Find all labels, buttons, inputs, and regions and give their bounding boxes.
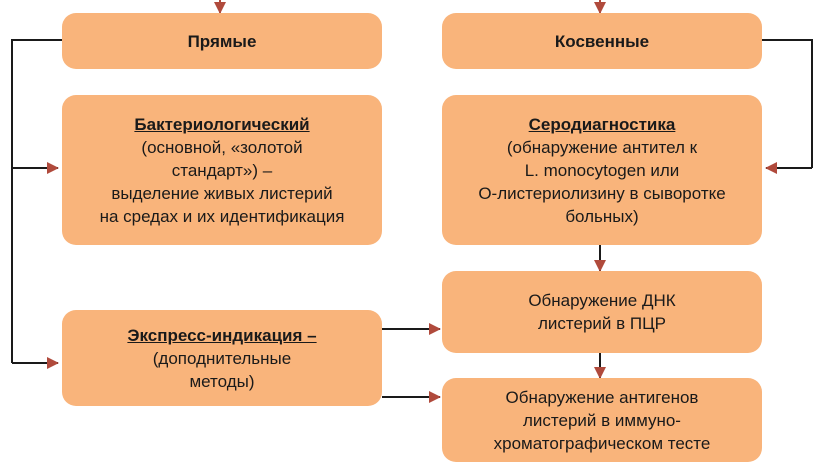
box-bacteriological-line-4: на средах и их идентификация [99,206,345,226]
box-serodiagnostics-title: Серодиагностика [528,114,676,134]
connector-indirect-bracket [762,39,813,168]
box-antigen-line-2: листерий в иммуно- [523,410,681,430]
box-indirect: Косвенные [442,13,762,69]
box-antigen: Обнаружение антигенов листерий в иммуно-… [442,378,762,462]
box-indirect-title: Косвенные [554,31,650,51]
box-bacteriological-line-1: (основной, «золотой [141,137,303,157]
box-bacteriological-line-3: выделение живых листерий [111,183,333,203]
box-pcr-line-2: листерий в ПЦР [537,314,667,333]
box-express-title: Экспресс-индикация – [127,325,317,345]
box-express-line-2: методы) [189,371,255,391]
box-bacteriological-title: Бактериологический [134,114,310,134]
box-serodiagnostics-line-1: (обнаружение антител к [506,137,698,157]
connector-direct-bracket [11,39,62,363]
box-antigen-line-1: Обнаружение антигенов [505,387,699,407]
box-express-line-1: (доподнительные [152,348,292,368]
box-direct: Прямые [62,13,382,69]
box-express: Экспресс-индикация – (доподнительные мет… [62,310,382,406]
box-bacteriological-line-2: стандарт») – [171,160,273,180]
box-bacteriological: Бактериологический (основной, «золотой с… [62,95,382,245]
box-direct-title: Прямые [187,31,257,51]
box-serodiagnostics-line-2: L. monocytogen или [524,160,680,180]
box-antigen-line-3: хроматографическом тесте [493,433,711,453]
box-pcr: Обнаружение ДНК листерий в ПЦР [442,271,762,353]
box-serodiagnostics: Серодиагностика (обнаружение антител к L… [442,95,762,245]
box-pcr-line-1: Обнаружение ДНК [528,291,676,310]
box-serodiagnostics-line-4: больных) [565,206,639,226]
box-serodiagnostics-line-3: О-листериолизину в сыворотке [478,183,726,203]
